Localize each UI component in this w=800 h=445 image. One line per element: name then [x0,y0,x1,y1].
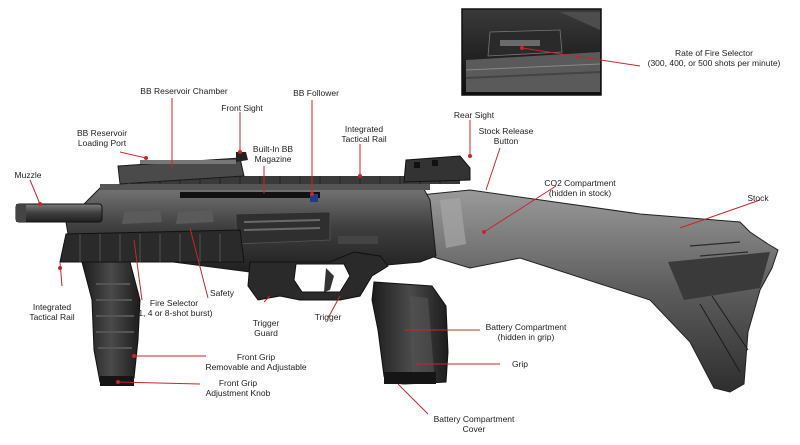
trigger-group [247,251,389,301]
label-rear-sight: Rear Sight [453,110,495,120]
label-built-in-bb-magazine: Built-In BB Magazine [252,144,294,164]
leader-dots [38,46,524,384]
pistol-grip [371,281,449,385]
label-co2-compartment: CO2 Compartment (hidden in stock) [544,178,616,198]
leader-lines [29,47,761,415]
label-trigger-guard: Trigger Guard [252,318,280,338]
label-integrated-tactical-rail-top: Integrated Tactical Rail [341,124,387,144]
label-rate-of-fire-selector: Rate of Fire Selector (300, 400, or 500 … [647,48,781,68]
label-bb-follower: BB Follower [293,88,339,98]
label-front-grip-adjustment-knob: Front Grip Adjustment Knob [205,378,271,398]
label-integrated-tactical-rail-bottom: Integrated Tactical Rail [29,302,75,322]
label-stock-release-button: Stock Release Button [478,126,534,146]
label-battery-compartment: Battery Compartment (hidden in grip) [485,322,567,342]
label-safety: Safety [209,288,235,298]
label-front-grip: Front Grip Removable and Adjustable [205,352,307,372]
barrel [15,203,103,223]
label-trigger: Trigger [314,312,342,322]
label-muzzle: Muzzle [14,170,42,180]
label-bb-reservoir-chamber: BB Reservoir Chamber [140,86,228,96]
stock-shape [419,189,779,393]
inset-detail [461,8,602,96]
gun-body [59,152,471,273]
label-stock: Stock [747,193,769,203]
front-grip [81,261,141,386]
label-bb-reservoir-loading-port: BB Reservoir Loading Port [76,128,128,148]
label-battery-compartment-cover: Battery Compartment Cover [433,414,515,434]
label-grip: Grip [511,359,529,369]
label-front-sight: Front Sight [221,103,263,113]
label-fire-selector: Fire Selector (1, 4 or 8-shot burst) [135,298,213,318]
